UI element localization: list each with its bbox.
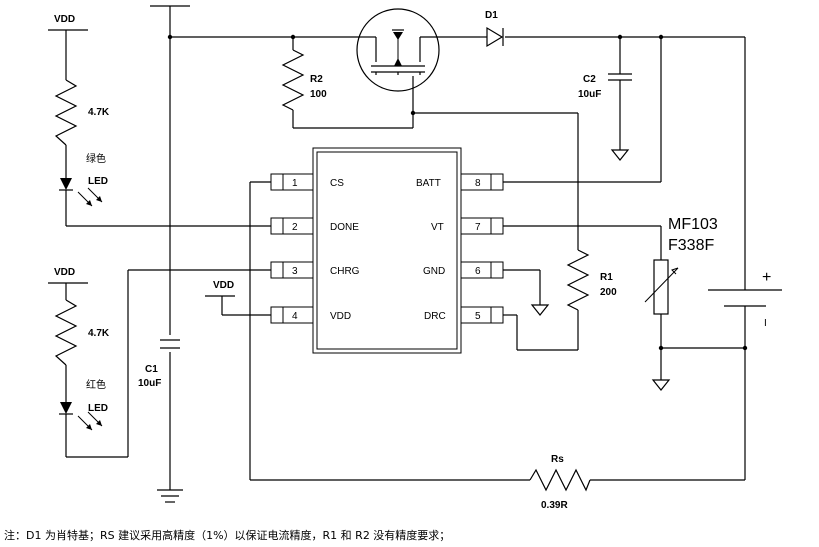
ic-pin-3: 3 CHRG [270, 261, 360, 279]
ground-icon [530, 304, 550, 316]
c1-value: 10uF [138, 378, 161, 389]
ic-pin-6: 6 GND [423, 261, 504, 279]
pin-number: 2 [292, 222, 298, 233]
ic-pin-5: 5 DRC [424, 306, 504, 324]
pin-number: 8 [475, 178, 481, 189]
footnote: 注：D1 为肖特基；RS 建议采用高精度（1%）以保证电流精度，R1 和 R2 … [4, 528, 450, 542]
junction-dots [167, 34, 748, 351]
battery-plus-sign: + [762, 269, 771, 286]
pin-name-batt: BATT [416, 178, 441, 189]
c2-name: C2 [583, 74, 596, 85]
r1-name: R1 [600, 272, 613, 283]
battery: + I [708, 269, 782, 329]
pin-name-chrg: CHRG [330, 266, 360, 277]
resistor-r2: R2 100 [281, 49, 327, 111]
resistor-r-red: 4.7K [54, 299, 110, 366]
pin-name-gnd: GND [423, 266, 445, 277]
led-label: LED [88, 403, 108, 414]
resistor-r1: R1 200 [566, 249, 617, 311]
pin-name-done: DONE [330, 222, 359, 233]
wires [48, 5, 746, 503]
diode-d1: D1 [480, 10, 504, 48]
pin-number: 7 [475, 222, 481, 233]
led-green: 绿色 LED [59, 152, 108, 207]
thermistor-part-line1: MF103 [668, 216, 718, 233]
ic-pin-7: 7 VT [431, 217, 504, 235]
rs-value: 0.39R [541, 500, 568, 511]
vdd-label: VDD [213, 280, 234, 291]
r2-name: R2 [310, 74, 323, 85]
led-label: LED [88, 176, 108, 187]
pin-number: 6 [475, 266, 481, 277]
led-color-label: 绿色 [86, 152, 106, 165]
pin-number: 3 [292, 266, 298, 277]
resistor-rs: Rs 0.39R [529, 454, 591, 511]
pin-name-cs: CS [330, 178, 344, 189]
thermistor-ntc: MF103 F338F [644, 216, 718, 391]
pin-name-vdd: VDD [330, 311, 351, 322]
pin-number: 4 [292, 311, 298, 322]
led-red: 红色 LED [59, 378, 108, 431]
vdd-label: VDD [54, 267, 75, 278]
resistor-value: 4.7K [88, 328, 110, 339]
ic-pin-8: 8 BATT [416, 173, 504, 191]
r2-value: 100 [310, 89, 327, 100]
battery-minus-sign: I [764, 318, 767, 329]
d1-label: D1 [485, 10, 498, 21]
pin-number: 5 [475, 311, 481, 322]
c2-value: 10uF [578, 89, 601, 100]
c1-name: C1 [145, 364, 158, 375]
capacitor-c1: C1 10uF [138, 364, 161, 389]
r1-value: 200 [600, 287, 617, 298]
led-color-label: 红色 [86, 378, 106, 391]
resistor-r-green: 4.7K [54, 79, 110, 146]
vdd-label: VDD [54, 14, 75, 25]
pin-number: 1 [292, 178, 298, 189]
ic-pin-1: 1 CS [270, 173, 344, 191]
mosfet [356, 8, 444, 92]
ic-pin-2: 2 DONE [270, 217, 359, 235]
thermistor-part-line2: F338F [668, 237, 714, 254]
resistor-value: 4.7K [88, 107, 110, 118]
charger-ic [312, 147, 462, 354]
pin-name-drc: DRC [424, 311, 446, 322]
ic-pin-4: 4 VDD [270, 306, 351, 324]
pin-name-vt: VT [431, 222, 444, 233]
rs-name: Rs [551, 454, 564, 465]
capacitor-c2: C2 10uF [578, 73, 632, 161]
